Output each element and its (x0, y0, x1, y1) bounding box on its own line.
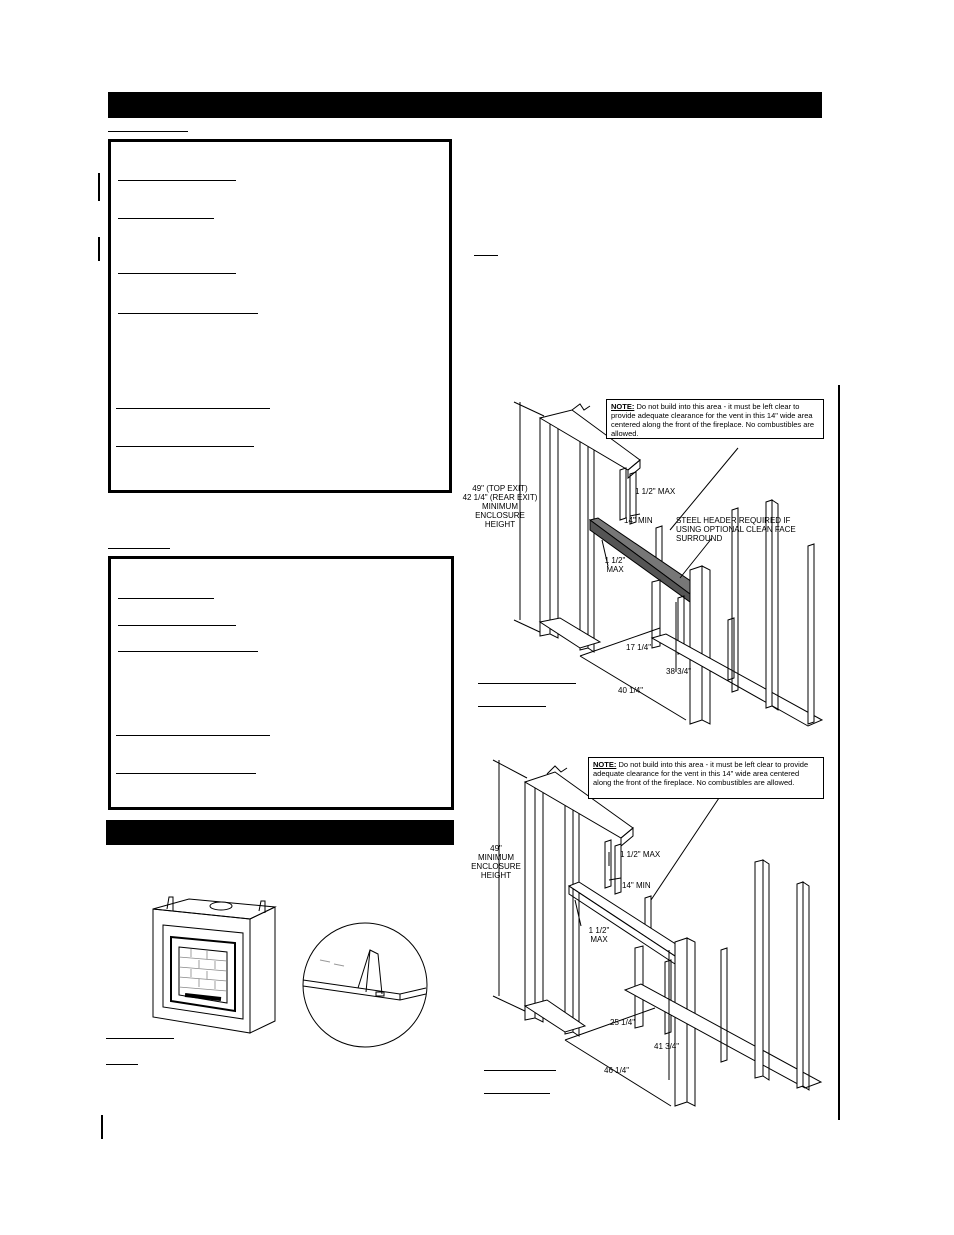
item-underline (116, 773, 256, 774)
item-underline (118, 313, 258, 314)
note-callout-top: NOTE: Do not build into this area - it m… (606, 399, 824, 439)
figure-caption-underline (478, 706, 546, 707)
requirements-box (108, 139, 452, 493)
framing-diagram-bottom (485, 750, 835, 1120)
dim-depth: 25 1/4" (610, 1018, 636, 1027)
note-label: NOTE: (593, 760, 617, 769)
fireplace-illustration (145, 895, 280, 1035)
dim-width: 40 1/4" (618, 686, 644, 695)
figure-caption-underline (484, 1070, 556, 1071)
dim-width: 46 1/4" (604, 1066, 630, 1075)
requirements-box-2 (108, 556, 454, 810)
margin-rule (98, 237, 100, 261)
item-underline (118, 273, 236, 274)
heading-underline (108, 131, 188, 132)
figure-caption-underline (484, 1093, 550, 1094)
item-underline (118, 218, 214, 219)
dim-opening-height: 41 3/4" (654, 1042, 680, 1051)
enclosure-height-label: 49" MINIMUM ENCLOSURE HEIGHT (471, 844, 521, 880)
figure-caption-underline (106, 1038, 174, 1039)
item-underline (116, 735, 270, 736)
item-underline (118, 625, 236, 626)
dim-depth: 17 1/4" (626, 643, 652, 652)
item-underline (116, 408, 270, 409)
section-header-bar (108, 92, 822, 118)
item-underline (118, 651, 258, 652)
figure-caption-underline (106, 1064, 138, 1065)
item-underline (116, 446, 254, 447)
dim-opening-height: 38 3/4" (666, 667, 692, 676)
figure-caption-underline (478, 683, 576, 684)
enclosure-height-label: 49" (TOP EXIT) 42 1/4" (REAR EXIT) MINIM… (462, 484, 538, 529)
margin-rule (838, 385, 840, 1120)
dim-min-14: 14" MIN (622, 881, 651, 890)
dim-max-1-5: 1 1/2" MAX (620, 850, 661, 859)
section-header-bar-lower (106, 820, 454, 845)
dim-side-max: 1 1/2" MAX (604, 556, 626, 574)
item-underline (118, 180, 236, 181)
note-label: NOTE: (611, 402, 635, 411)
steel-header-label: STEEL HEADER REQUIRED IF USING OPTIONAL … (676, 516, 796, 543)
heading-underline (108, 548, 170, 549)
dim-min-14: 14" MIN (624, 516, 653, 525)
note-callout-bottom: NOTE: Do not build into this area - it m… (588, 757, 824, 799)
dim-max-1-5: 1 1/2" MAX (635, 487, 676, 496)
note-text: Do not build into this area - it must be… (593, 760, 809, 787)
note-underline (474, 255, 498, 256)
margin-rule (98, 173, 100, 201)
detail-magnifier (300, 920, 430, 1050)
note-text: Do not build into this area - it must be… (611, 402, 815, 438)
item-underline (118, 598, 214, 599)
framing-diagram-top-exit (480, 390, 830, 735)
margin-rule (101, 1115, 103, 1139)
dim-side-max: 1 1/2" MAX (588, 926, 610, 944)
